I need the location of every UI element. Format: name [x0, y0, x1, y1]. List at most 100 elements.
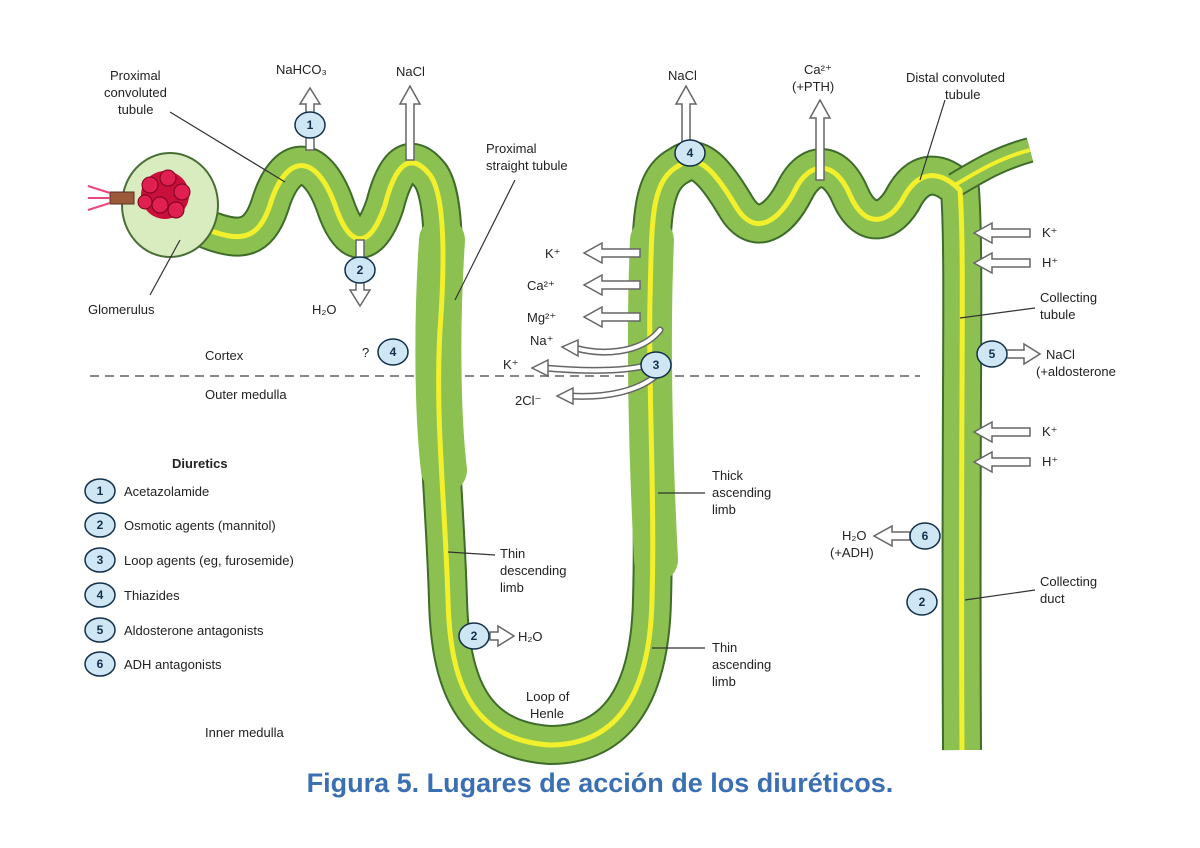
- label-h-right-1: H⁺: [1042, 255, 1058, 270]
- svg-text:Acetazolamide: Acetazolamide: [124, 484, 209, 499]
- badge-3-loop: 3: [640, 351, 672, 379]
- label-h2o-adh-2: (+ADH): [830, 545, 874, 560]
- svg-text:2: 2: [97, 518, 104, 532]
- label-nacl-2: NaCl: [668, 68, 697, 83]
- tubule-wall: [172, 143, 981, 763]
- label-thin-descending-3: limb: [500, 580, 524, 595]
- glomerulus: [87, 152, 219, 258]
- label-h2o-1: H₂O: [312, 302, 337, 317]
- arrow-nacl-aldo: [1003, 342, 1042, 366]
- legend-title: Diuretics: [172, 456, 228, 471]
- badge-5-aldosterone: 5: [976, 340, 1008, 368]
- legend: Diuretics 1 Acetazolamide 2 Osmotic agen…: [84, 456, 294, 677]
- label-h2o-adh-1: H₂O: [842, 528, 867, 543]
- label-outer-medulla: Outer medulla: [205, 387, 287, 402]
- svg-text:5: 5: [989, 347, 996, 361]
- badge-2-loop: 2: [458, 622, 490, 650]
- arrow-h2o-loop: [489, 624, 516, 648]
- arrow-h-right-1: [972, 251, 1031, 275]
- label-thick-ascending-3: limb: [712, 502, 736, 517]
- label-h-right-2: H⁺: [1042, 454, 1058, 469]
- label-loop-of-henle-1: Loop of: [526, 689, 570, 704]
- labels: Proximal convoluted tubule NaHCO₃ NaCl N…: [88, 62, 1116, 740]
- label-proximal-convoluted-1: Proximal: [110, 68, 161, 83]
- legend-item-2: 2 Osmotic agents (mannitol): [84, 512, 276, 538]
- svg-text:6: 6: [922, 529, 929, 543]
- label-k-right-2: K⁺: [1042, 424, 1058, 439]
- label-nacl-aldo-1: NaCl: [1046, 347, 1075, 362]
- label-ca2: Ca²⁺: [527, 278, 555, 293]
- svg-text:3: 3: [97, 553, 104, 567]
- label-thin-ascending-1: Thin: [712, 640, 737, 655]
- svg-text:2: 2: [357, 263, 364, 277]
- label-glomerulus: Glomerulus: [88, 302, 155, 317]
- arrow-k: [582, 241, 641, 265]
- label-collecting-duct-1: Collecting: [1040, 574, 1097, 589]
- label-thin-descending-2: descending: [500, 563, 567, 578]
- label-proximal-convoluted-2: convoluted: [104, 85, 167, 100]
- pointer-lines: [149, 99, 1036, 649]
- svg-text:1: 1: [97, 484, 104, 498]
- label-thin-ascending-2: ascending: [712, 657, 771, 672]
- svg-text:1: 1: [307, 118, 314, 132]
- svg-text:Loop agents (eg, furosemide): Loop agents (eg, furosemide): [124, 553, 294, 568]
- arrow-k-right-1: [972, 221, 1031, 245]
- badge-2-top: 2: [344, 256, 376, 284]
- label-collecting-duct-2: duct: [1040, 591, 1065, 606]
- svg-text:4: 4: [97, 588, 104, 602]
- label-thick-ascending-1: Thick: [712, 468, 744, 483]
- svg-text:4: 4: [687, 146, 694, 160]
- badge-1-acetazolamide: 1: [294, 111, 326, 139]
- label-proximal-convoluted-3: tubule: [118, 102, 153, 117]
- afferent-arteriole: [109, 191, 135, 205]
- svg-text:5: 5: [97, 623, 104, 637]
- label-cortex: Cortex: [205, 348, 244, 363]
- label-collecting-tubule-1: Collecting: [1040, 290, 1097, 305]
- label-2cl: 2Cl⁻: [515, 393, 541, 408]
- svg-text:Aldosterone antagonists: Aldosterone antagonists: [124, 623, 264, 638]
- label-k: K⁺: [545, 246, 561, 261]
- arrow-nacl-1: [398, 84, 422, 161]
- label-thin-descending-1: Thin: [500, 546, 525, 561]
- transport-arrows: [298, 84, 1042, 648]
- legend-item-4: 4 Thiazides: [84, 582, 180, 608]
- svg-text:Osmotic agents (mannitol): Osmotic agents (mannitol): [124, 518, 276, 533]
- label-ca: Ca²⁺: [804, 62, 832, 77]
- legend-item-1: 1 Acetazolamide: [84, 478, 209, 504]
- label-pth: (+PTH): [792, 79, 834, 94]
- legend-item-3: 3 Loop agents (eg, furosemide): [84, 547, 294, 573]
- label-k-right-1: K⁺: [1042, 225, 1058, 240]
- tubule-lumen: [178, 158, 965, 751]
- badge-6-adh: 6: [909, 522, 941, 550]
- label-loop-of-henle-2: Henle: [530, 706, 564, 721]
- svg-text:2: 2: [471, 629, 478, 643]
- badges: 1 2 4 4 3 5 6 2: [294, 111, 1008, 650]
- label-inner-medulla: Inner medulla: [205, 725, 285, 740]
- svg-text:4: 4: [390, 345, 397, 359]
- label-thick-ascending-2: ascending: [712, 485, 771, 500]
- label-distal-2: tubule: [945, 87, 980, 102]
- label-collecting-tubule-2: tubule: [1040, 307, 1075, 322]
- svg-text:Thiazides: Thiazides: [124, 588, 180, 603]
- badge-2-duct: 2: [906, 588, 938, 616]
- label-question: ?: [362, 345, 369, 360]
- arrow-h-right-2: [972, 450, 1031, 474]
- label-h2o-2: H₂O: [518, 629, 543, 644]
- label-proximal-straight-2: straight tubule: [486, 158, 568, 173]
- label-na: Na⁺: [530, 333, 553, 348]
- collecting-branch-lumen: [953, 148, 1031, 187]
- arrow-h2o-adh: [872, 524, 911, 548]
- label-k-2: K⁺: [503, 357, 519, 372]
- tubule-outer: [171, 141, 983, 765]
- svg-text:3: 3: [653, 358, 660, 372]
- arrow-ca2: [582, 273, 641, 297]
- label-nahco3: NaHCO₃: [276, 62, 327, 77]
- svg-text:ADH antagonists: ADH antagonists: [124, 657, 222, 672]
- svg-text:2: 2: [919, 595, 926, 609]
- figure-caption: Figura 5. Lugares de acción de los diuré…: [306, 768, 894, 798]
- arrow-mg: [582, 305, 641, 329]
- label-distal-1: Distal convoluted: [906, 70, 1005, 85]
- label-proximal-straight-1: Proximal: [486, 141, 537, 156]
- badge-4-top: 4: [674, 139, 706, 167]
